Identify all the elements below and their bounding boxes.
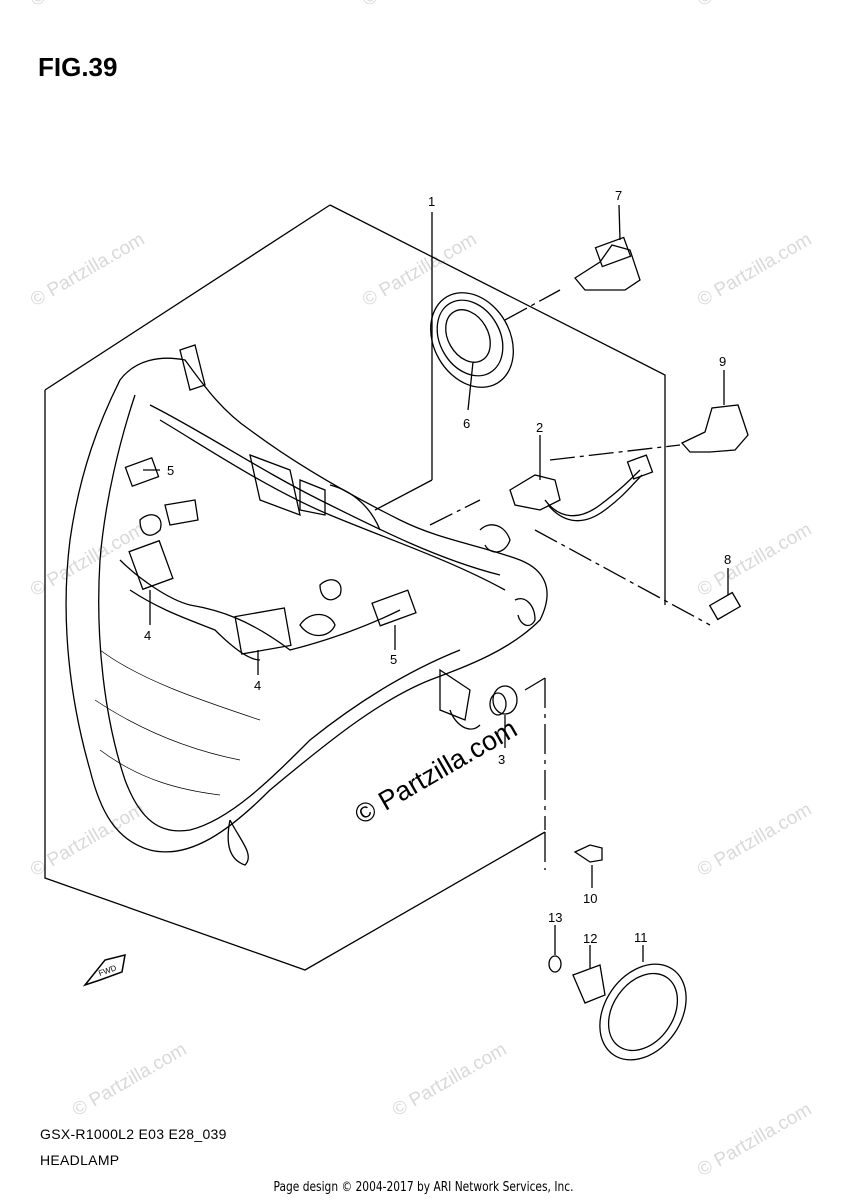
callout-3: 3 <box>498 752 505 767</box>
part-3-grommet <box>492 685 518 715</box>
model-code: GSX-R1000L2 E03 E28_039 <box>40 1126 227 1142</box>
callout-13: 13 <box>548 910 562 925</box>
fwd-arrow-icon <box>82 953 126 987</box>
callout-4a: 4 <box>144 628 151 643</box>
callout-2: 2 <box>536 420 543 435</box>
part-10-screw <box>573 844 603 863</box>
part-9-bulb <box>680 404 749 453</box>
part-13-washer <box>548 955 562 973</box>
part-8-bulb <box>708 591 742 621</box>
part-6-dust-cover <box>430 292 514 388</box>
callout-5a: 5 <box>167 463 174 478</box>
callout-4b: 4 <box>254 678 261 693</box>
reflector-label <box>124 456 160 488</box>
callout-9: 9 <box>719 354 726 369</box>
callout-11: 11 <box>634 930 648 945</box>
part-7-bulb <box>574 244 641 291</box>
assembly-box-lower <box>44 390 546 971</box>
footer-copyright: Page design © 2004-2017 by ARI Network S… <box>273 1180 574 1195</box>
callout-12: 12 <box>583 931 597 946</box>
callout-1: 1 <box>428 194 435 209</box>
callout-7: 7 <box>615 188 622 203</box>
callout-5b: 5 <box>390 652 397 667</box>
assembly-box <box>329 204 666 605</box>
callout-10: 10 <box>583 891 597 906</box>
part-2-socket <box>509 474 561 511</box>
headlamp-housing <box>65 357 548 853</box>
section-name: HEADLAMP <box>40 1152 120 1168</box>
part-12-pin <box>572 964 606 1004</box>
part-11-cap <box>599 963 687 1061</box>
callout-8: 8 <box>724 552 731 567</box>
figure-title: FIG.39 <box>38 52 118 82</box>
callout-6: 6 <box>463 416 470 431</box>
